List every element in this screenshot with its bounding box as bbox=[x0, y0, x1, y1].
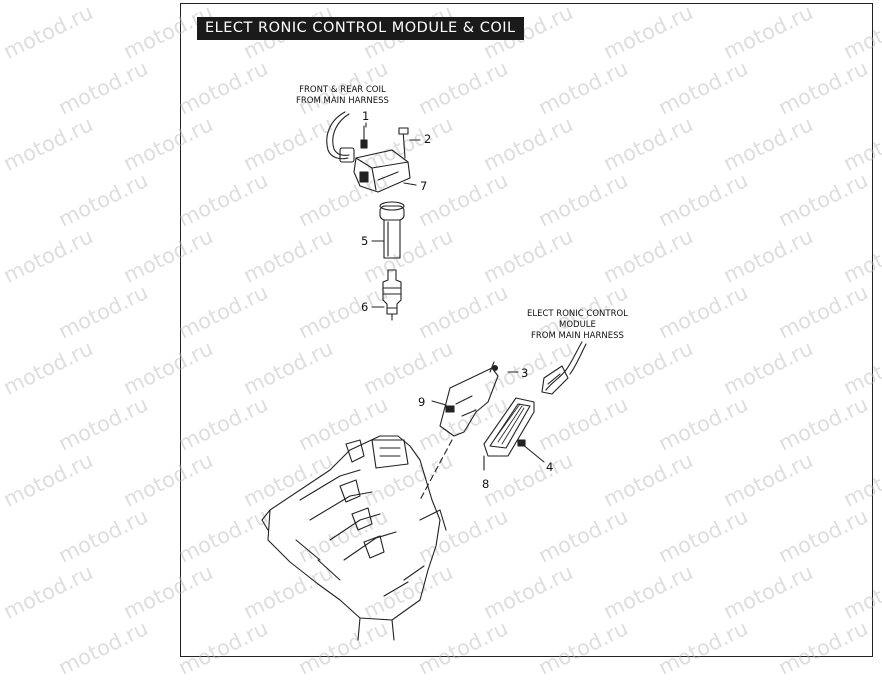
callout-2: 2 bbox=[424, 132, 432, 146]
motorcycle-frame-assembly bbox=[261, 435, 447, 641]
callout-8: 8 bbox=[482, 477, 490, 491]
ecm-bracket bbox=[439, 367, 499, 437]
spark-plug-boot-top bbox=[379, 205, 405, 221]
coil-harness-wire bbox=[326, 111, 349, 160]
ecm-harness-note: ELECT RONIC CONTROL MODULE FROM MAIN HAR… bbox=[527, 309, 628, 342]
spark-plug bbox=[382, 269, 402, 315]
exploded-parts-drawing bbox=[261, 111, 587, 641]
ecm-harness-note-line2: MODULE bbox=[559, 320, 596, 330]
screw-4 bbox=[521, 443, 545, 463]
callout-6: 6 bbox=[361, 300, 369, 314]
screw-3 bbox=[489, 361, 495, 373]
coil-harness-note-line1: FRONT & REAR COIL bbox=[299, 85, 386, 95]
ecm-harness-note-line3: FROM MAIN HARNESS bbox=[531, 331, 624, 341]
ecm-harness-note-line1: ELECT RONIC CONTROL bbox=[527, 309, 628, 319]
diagram-title: ELECT RONIC CONTROL MODULE & COIL bbox=[197, 17, 524, 40]
ignition-coil bbox=[353, 149, 411, 193]
callout-5: 5 bbox=[361, 234, 369, 248]
spark-plug-wire bbox=[383, 219, 401, 259]
ecm-connector bbox=[541, 365, 569, 395]
coil-harness-note-line2: FROM MAIN HARNESS bbox=[296, 96, 389, 106]
callout-9: 9 bbox=[418, 395, 426, 409]
callout-3: 3 bbox=[521, 366, 529, 380]
callout-4: 4 bbox=[546, 460, 554, 474]
screw-2 bbox=[402, 129, 406, 159]
callout-7: 7 bbox=[420, 179, 428, 193]
callout-1: 1 bbox=[362, 109, 370, 123]
electronic-control-module bbox=[483, 397, 535, 457]
ecm-harness-wire bbox=[545, 341, 583, 391]
coil-harness-note: FRONT & REAR COIL FROM MAIN HARNESS bbox=[296, 85, 389, 107]
diagram-frame bbox=[180, 3, 873, 657]
coil-connector bbox=[339, 147, 355, 163]
